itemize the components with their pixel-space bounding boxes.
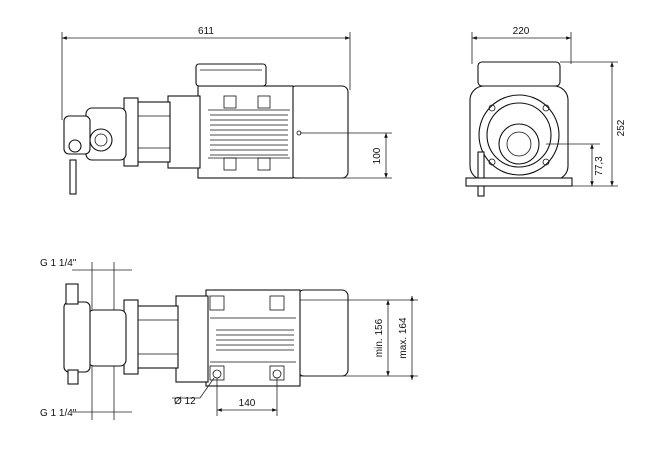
outlet-port: [67, 369, 79, 385]
inlet-port-label: G 1 1/4": [40, 258, 77, 269]
motor-flange-top: [175, 295, 209, 383]
motor-end-cap: [289, 85, 349, 179]
motor-flange: [167, 95, 201, 169]
pump-foot: [69, 159, 77, 195]
bolt-head: [223, 95, 237, 109]
side-view: [61, 32, 392, 195]
front-view: [465, 32, 618, 197]
max-width-label: max. 164: [398, 317, 409, 359]
lantern-top: [135, 305, 179, 369]
pump-foot-front: [477, 151, 485, 197]
lantern: [135, 101, 171, 163]
cooling-fins-top: [216, 329, 294, 351]
bolt-head: [257, 95, 271, 109]
overall-height-label: 252: [616, 119, 627, 136]
base-foot: [465, 177, 573, 187]
inlet-port: [65, 283, 79, 305]
motor-housing: [197, 85, 294, 179]
motor-end-cap-top: [297, 289, 349, 377]
pump-cover-top: [63, 301, 91, 373]
pump-head-front: [498, 123, 540, 165]
overall-length-label: 611: [198, 26, 214, 37]
foot-spacing-label: 140: [239, 398, 256, 409]
terminal-box: [195, 63, 267, 87]
hole-leader: [199, 377, 215, 399]
min-width-label: min. 156: [374, 318, 385, 357]
shaft-height-label: 77,3: [594, 156, 605, 176]
hole-diameter-label: Ø 12: [174, 396, 196, 407]
pump-body-top: [87, 309, 127, 367]
overall-width-label: 220: [513, 26, 530, 37]
top-view-height-label: 100: [372, 147, 383, 164]
terminal-box-front: [477, 61, 561, 87]
port-circle: [89, 128, 113, 152]
outlet-port-label: G 1 1/4": [40, 408, 77, 419]
cooling-fins: [210, 114, 288, 156]
top-view: [63, 262, 418, 420]
